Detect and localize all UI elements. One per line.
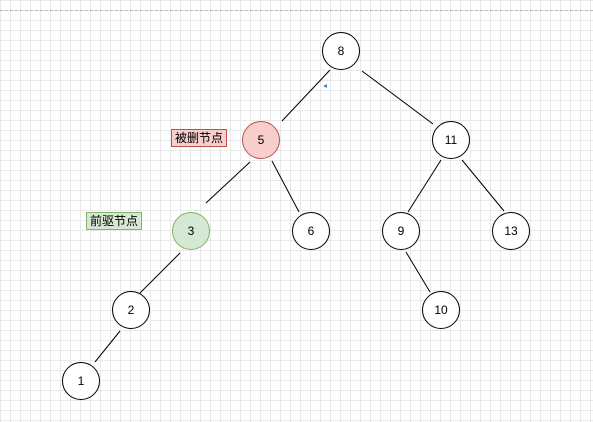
- connection-marker-icon: [323, 84, 327, 88]
- edge-8-5: [281, 69, 331, 122]
- tree-node-13[interactable]: 13: [492, 212, 530, 250]
- tree-node-8[interactable]: 8: [322, 32, 360, 70]
- predecessor-node-label[interactable]: 前驱节点: [86, 212, 143, 230]
- deleted-node-label-text: 被删节点: [175, 131, 224, 145]
- tree-node-5-deleted[interactable]: 5: [242, 121, 280, 159]
- node-value: 6: [307, 224, 315, 238]
- node-value: 3: [187, 224, 195, 238]
- tree-node-9[interactable]: 9: [382, 212, 420, 250]
- edge-5-3: [205, 161, 251, 204]
- edge-11-13: [461, 159, 505, 212]
- tree-node-3-predecessor[interactable]: 3: [172, 212, 210, 250]
- tree-node-2[interactable]: 2: [112, 291, 150, 329]
- tree-node-6[interactable]: 6: [292, 212, 330, 250]
- node-value: 9: [397, 224, 405, 238]
- node-value: 11: [444, 133, 458, 147]
- edge-5-6: [271, 160, 300, 213]
- edge-9-10: [405, 251, 431, 293]
- deleted-node-label[interactable]: 被删节点: [171, 129, 228, 147]
- edge-3-2: [139, 252, 181, 294]
- edge-8-11: [361, 70, 434, 125]
- edge-2-1: [94, 330, 121, 363]
- node-value: 2: [127, 303, 135, 317]
- predecessor-node-label-text: 前驱节点: [90, 214, 139, 228]
- tree-node-1[interactable]: 1: [62, 362, 100, 400]
- tree-node-10[interactable]: 10: [422, 291, 460, 329]
- tree-node-11[interactable]: 11: [432, 121, 470, 159]
- node-value: 5: [257, 133, 265, 147]
- node-value: 8: [337, 44, 345, 58]
- canvas-top-boundary: [0, 10, 593, 11]
- node-value: 13: [504, 224, 518, 238]
- node-value: 1: [77, 374, 85, 388]
- node-value: 10: [434, 303, 448, 317]
- edge-11-9: [407, 159, 442, 213]
